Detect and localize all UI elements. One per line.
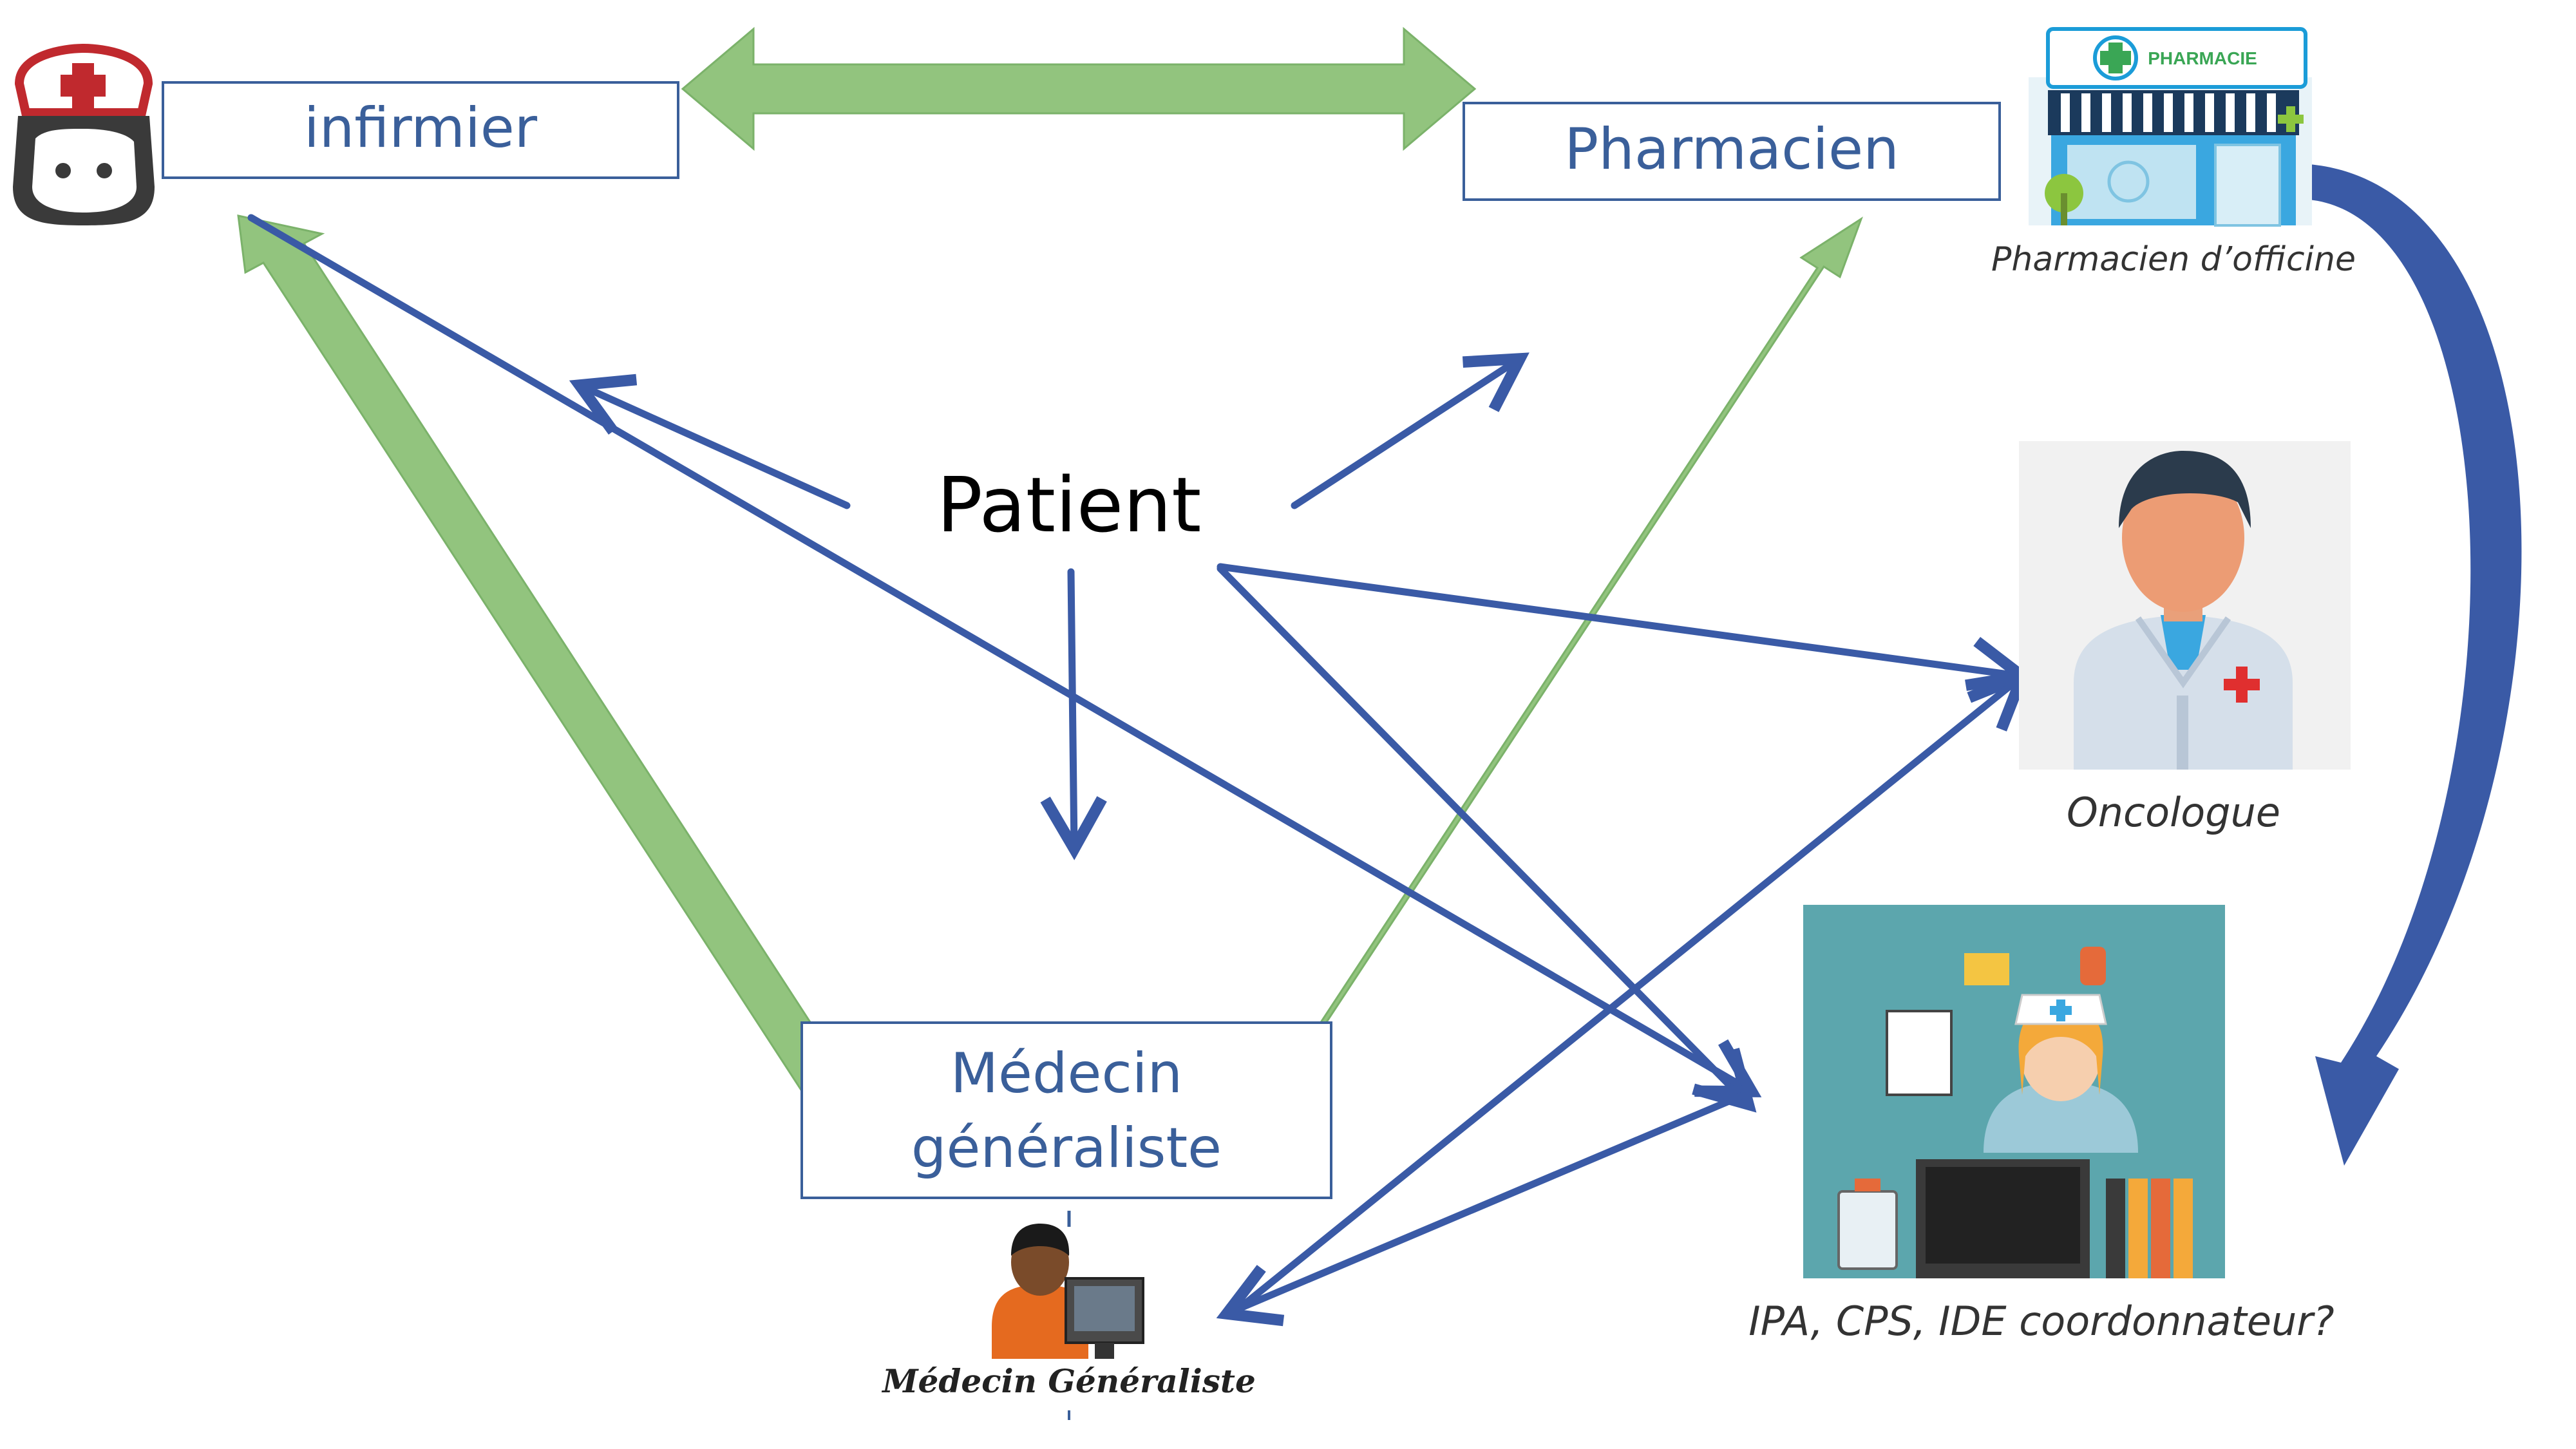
coordinator-nurse-icon	[1803, 905, 2225, 1278]
arrow-coordinateur-oncologue	[1233, 668, 2031, 1314]
arrow-patient-medecin	[1040, 568, 1107, 860]
arrow-infirmier-coordinateur	[247, 214, 1762, 1097]
medecin-label-line2: généraliste	[911, 1116, 1222, 1180]
curved-arrow-pharmacie-coordinateur	[2309, 164, 2522, 1166]
general-practitioner-icon	[992, 1211, 1144, 1359]
pharmacien-label: Pharmacien	[1564, 116, 1899, 182]
node-infirmier: infirmier	[162, 81, 679, 179]
medecin-generaliste-logo-caption: Médecin Généraliste	[881, 1362, 1256, 1400]
pharmacy-store-icon: PHARMACIE	[2029, 19, 2312, 227]
nurse-icon	[13, 43, 155, 225]
patient-label: Patient	[937, 460, 1202, 549]
arrow-patient-coordinateur	[1217, 565, 1757, 1113]
medecin-label-line1: Médecin	[951, 1041, 1182, 1106]
oncologist-doctor-icon	[2019, 441, 2351, 770]
blue-arrows	[247, 214, 2034, 1327]
arrow-patient-infirmier	[569, 374, 851, 509]
arrow-coordinateur-medecin	[1216, 1088, 1756, 1327]
infirmier-label: infirmier	[304, 96, 538, 160]
green-arrow-infirmier-medecin	[237, 214, 895, 1162]
green-arrow-infirmier-pharmacien	[681, 26, 1477, 151]
green-arrow-pharmacien-medecin	[1248, 216, 1863, 1151]
oncologue-caption: Oncologue	[2067, 789, 2280, 836]
arrow-patient-pharmacien	[1291, 352, 1530, 509]
arrow-patient-oncologue	[1217, 563, 2034, 703]
node-medecin-generaliste: Médecin généraliste	[800, 1021, 1332, 1199]
coordinateur-caption: IPA, CPS, IDE coordonnateur?	[1748, 1298, 2334, 1345]
pharmacien-officine-caption: Pharmacien d’officine	[1991, 240, 2356, 279]
pharmacie-sign-text: PHARMACIE	[2148, 48, 2257, 68]
node-pharmacien: Pharmacien	[1463, 102, 2001, 201]
